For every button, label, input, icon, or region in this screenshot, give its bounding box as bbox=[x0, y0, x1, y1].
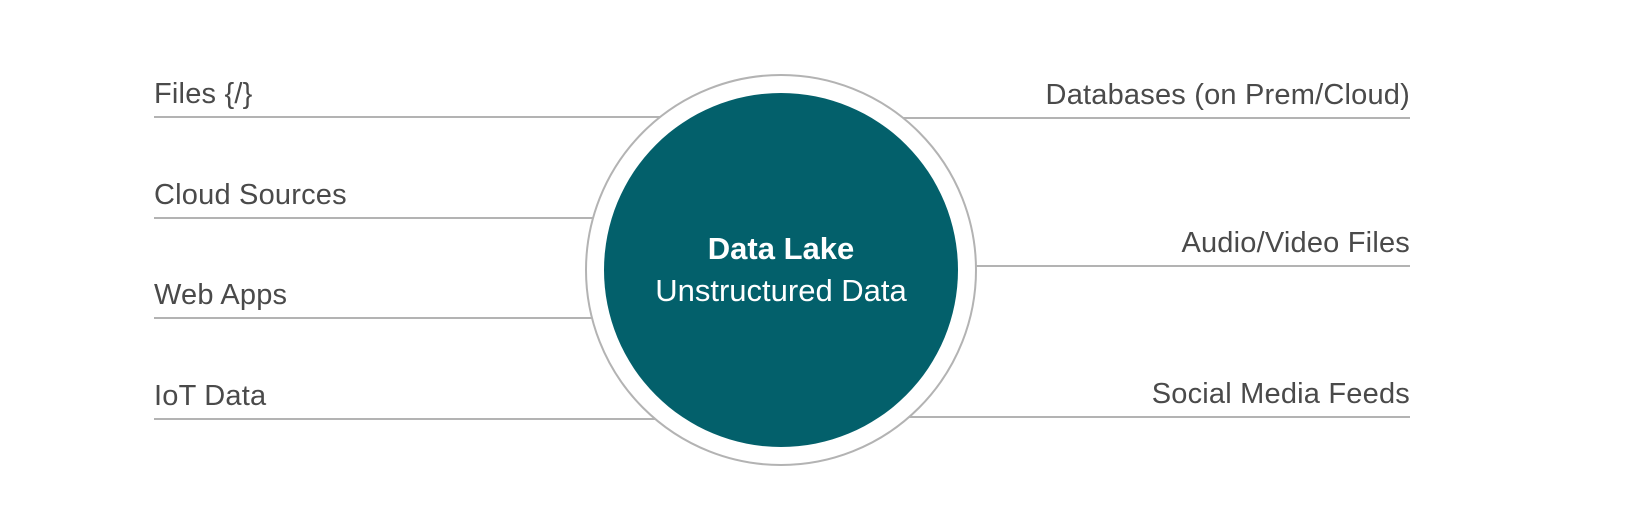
connector-line-social-media bbox=[770, 416, 1410, 418]
connector-line-databases bbox=[770, 117, 1410, 119]
connector-line-files bbox=[154, 116, 794, 118]
connector-line-iot-data bbox=[154, 418, 794, 420]
label-social-media-feeds: Social Media Feeds bbox=[1151, 378, 1410, 410]
connector-line-cloud-sources bbox=[154, 217, 794, 219]
connector-line-audio-video bbox=[770, 265, 1410, 267]
label-web-apps: Web Apps bbox=[154, 279, 288, 311]
connector-line-web-apps bbox=[154, 317, 794, 319]
label-files: Files {/} bbox=[154, 78, 253, 110]
data-lake-circle: Data Lake Unstructured Data bbox=[604, 93, 958, 447]
data-lake-title: Data Lake bbox=[707, 231, 855, 266]
label-iot-data: IoT Data bbox=[154, 380, 267, 412]
label-cloud-sources: Cloud Sources bbox=[154, 179, 347, 211]
data-lake-subtitle: Unstructured Data bbox=[655, 273, 907, 308]
label-audio-video-files: Audio/Video Files bbox=[1181, 227, 1410, 259]
label-databases: Databases (on Prem/Cloud) bbox=[1045, 79, 1410, 111]
